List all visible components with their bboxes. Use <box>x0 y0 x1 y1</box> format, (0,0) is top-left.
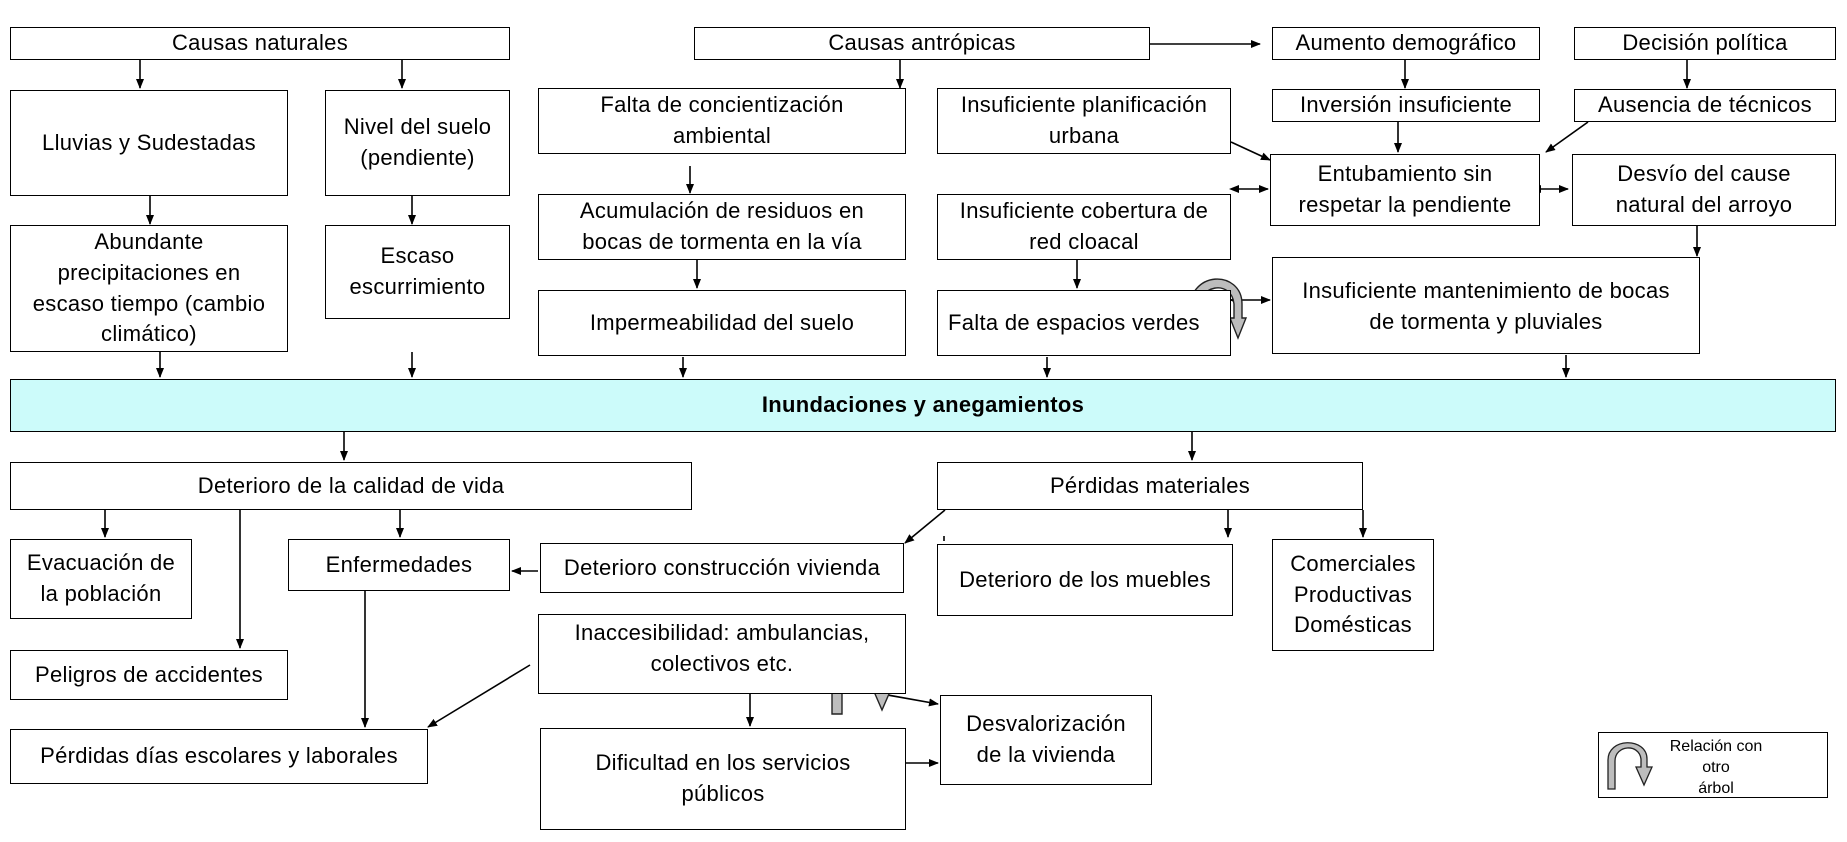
box-label: Peligros de accidentes <box>35 661 263 687</box>
box-label: Pérdidas días escolares y laborales <box>40 743 398 769</box>
legend-label: Relación con otro árbol <box>1669 738 1763 797</box>
box-label: Acumulación de residuos en bocas de torm… <box>579 198 865 254</box>
box-decision-politica: Decisión política <box>1574 27 1836 60</box>
box-label: Desvío del cause natural del arroyo <box>1615 161 1793 217</box>
box-label: Abundante precipitaciones en escaso tiem… <box>32 228 266 347</box>
box-label: Lluvias y Sudestadas <box>42 129 256 155</box>
box-dificultad-servicios: Dificultad en los servicios públicos <box>540 728 906 830</box>
box-desvio-cause: Desvío del cause natural del arroyo <box>1572 154 1836 226</box>
arrow <box>904 509 946 544</box>
box-label: Aumento demográfico <box>1295 30 1517 56</box>
box-causas-naturales: Causas naturales <box>10 27 510 60</box>
box-label: Insuficiente planificación urbana <box>960 92 1208 148</box>
legend-box: Relación con otro árbol <box>1598 732 1828 798</box>
box-label: Enfermedades <box>325 551 473 577</box>
box-label: Inaccesibilidad: ambulancias, colectivos… <box>574 620 870 676</box>
box-label: Inundaciones y anegamientos <box>761 392 1085 418</box>
box-acumulacion-residuos: Acumulación de residuos en bocas de torm… <box>538 194 906 260</box>
box-nivel-suelo: Nivel del suelo (pendiente) <box>325 90 510 196</box>
box-label: Pérdidas materiales <box>1049 472 1251 498</box>
arrow <box>427 664 531 728</box>
box-label: Falta de concientización ambiental <box>600 92 844 148</box>
box-label: Impermeabilidad del suelo <box>589 309 855 335</box>
box-deterioro-calidad-vida: Deterioro de la calidad de vida <box>10 462 692 510</box>
box-perdidas-materiales: Pérdidas materiales <box>937 462 1363 510</box>
box-inversion-insuficiente: Inversión insuficiente <box>1272 89 1540 122</box>
box-label: Dificultad en los servicios públicos <box>595 750 851 806</box>
box-comerciales-productivas: Comerciales Productivas Domésticas <box>1272 539 1434 651</box>
box-impermeabilidad: Impermeabilidad del suelo <box>538 290 906 356</box>
box-causas-antropicas: Causas antrópicas <box>694 27 1150 60</box>
box-label: Inversión insuficiente <box>1299 92 1513 118</box>
box-enfermedades: Enfermedades <box>288 539 510 591</box>
box-deterioro-muebles: Deterioro de los muebles <box>937 544 1233 616</box>
box-label: Causas antrópicas <box>828 30 1016 56</box>
box-label: Insuficiente mantenimiento de bocas de t… <box>1302 278 1670 334</box>
box-evacuacion-poblacion: Evacuación de la población <box>10 539 192 619</box>
arrow <box>1545 121 1589 153</box>
box-label: Desvalorización de la vivienda <box>966 711 1126 767</box>
box-deterioro-construccion: Deterioro construcción vivienda <box>540 543 904 593</box>
box-label: Deterioro de los muebles <box>959 566 1211 592</box>
box-lluvias-sudestadas: Lluvias y Sudestadas <box>10 90 288 196</box>
box-falta-concientizacion: Falta de concientización ambiental <box>538 88 906 154</box>
box-aumento-demografico: Aumento demográfico <box>1272 27 1540 60</box>
box-perdidas-dias-escolares: Pérdidas días escolares y laborales <box>10 729 428 784</box>
box-ausencia-tecnicos: Ausencia de técnicos <box>1574 89 1836 122</box>
box-escaso-escurrimiento: Escaso escurrimiento <box>325 225 510 319</box>
box-insuficiente-planificacion: Insuficiente planificación urbana <box>937 88 1231 154</box>
box-label: Causas naturales <box>171 30 348 56</box>
box-inundaciones-anegamientos: Inundaciones y anegamientos <box>10 379 1836 432</box>
box-inaccesibilidad: Inaccesibilidad: ambulancias, colectivos… <box>538 614 906 694</box>
box-label: Nivel del suelo (pendiente) <box>343 114 492 170</box>
box-label: Deterioro de la calidad de vida <box>197 472 505 498</box>
arrow <box>881 693 939 707</box>
box-desvalorizacion-vivienda: Desvalorización de la vivienda <box>940 695 1152 785</box>
box-label: Decisión política <box>1622 30 1788 56</box>
box-label: Entubamiento sin respetar la pendiente <box>1298 161 1512 217</box>
box-insuficiente-mantenimiento: Insuficiente mantenimiento de bocas de t… <box>1272 257 1700 354</box>
box-insuficiente-cobertura: Insuficiente cobertura de red cloacal <box>937 194 1231 260</box>
box-label: Falta de espacios verdes <box>948 309 1200 335</box>
box-abundante-precipitaciones: Abundante precipitaciones en escaso tiem… <box>10 225 288 352</box>
box-label: Insuficiente cobertura de red cloacal <box>959 198 1209 254</box>
box-label: Comerciales Productivas Domésticas <box>1290 550 1416 638</box>
arrow <box>1230 141 1271 161</box>
box-label: Evacuación de la población <box>26 550 176 606</box>
relation-icon <box>1607 742 1654 790</box>
box-entubamiento: Entubamiento sin respetar la pendiente <box>1270 154 1540 226</box>
box-peligros-accidentes: Peligros de accidentes <box>10 650 288 700</box>
box-falta-espacios-verdes: Falta de espacios verdes <box>937 290 1231 356</box>
box-label: Escaso escurrimiento <box>349 243 486 299</box>
box-label: Ausencia de técnicos <box>1598 92 1812 118</box>
box-label: Deterioro construcción vivienda <box>563 554 881 580</box>
